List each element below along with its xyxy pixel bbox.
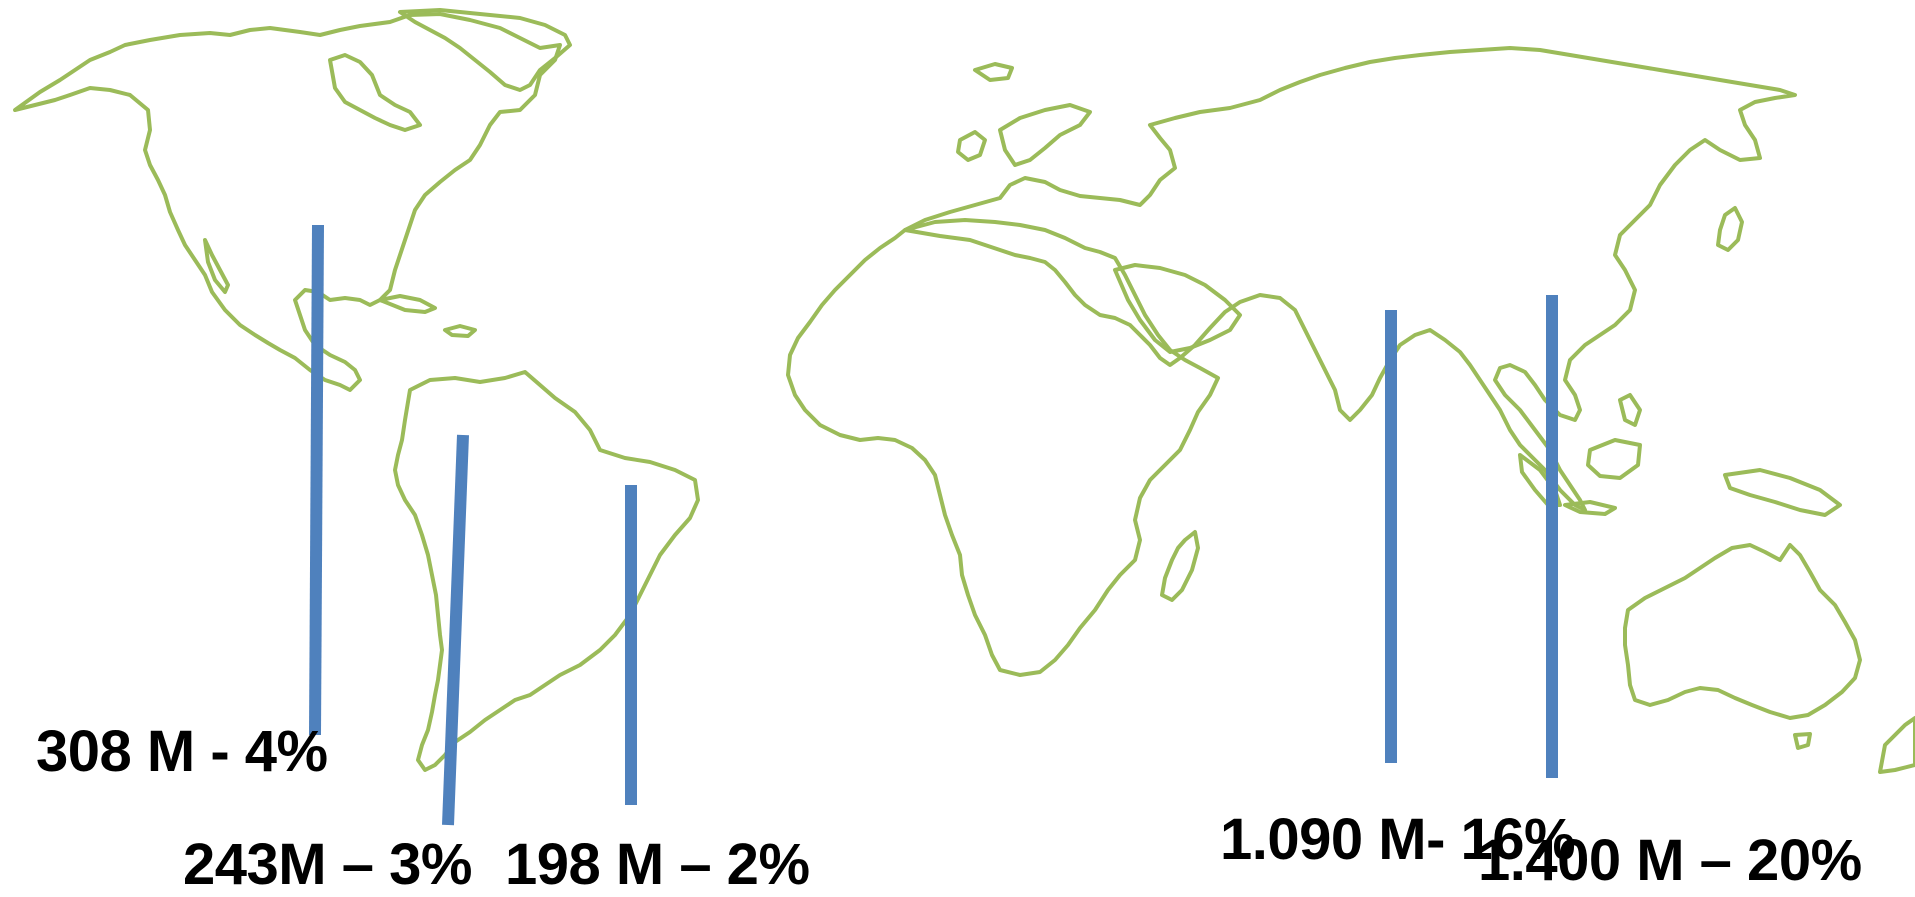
eurasia-outline: [903, 46, 1797, 512]
label-mexico-andes: 243M – 3%: [183, 832, 472, 897]
philippines-outline: [1618, 393, 1642, 427]
label-north-america: 308 M - 4%: [36, 719, 328, 784]
iceland-outline: [973, 62, 1014, 82]
madagascar-outline: [1160, 530, 1200, 602]
australia-outline: [1623, 543, 1862, 720]
scandinavia-outline: [998, 103, 1092, 167]
hispaniola-outline: [443, 324, 477, 338]
new-guinea-outline: [1723, 468, 1842, 517]
cuba-outline: [378, 294, 437, 314]
marker-line-mexico-andes: [442, 434, 469, 826]
new-zealand-outline: [1878, 716, 1915, 774]
population-markers: [309, 224, 1558, 826]
marker-line-north-america: [309, 224, 324, 736]
java-outline: [1563, 500, 1617, 516]
label-brazil: 198 M – 2%: [505, 832, 810, 897]
tasmania-outline: [1793, 732, 1812, 750]
borneo-outline: [1586, 438, 1642, 480]
label-china: 1.400 M – 20%: [1478, 828, 1862, 893]
label-india: 1.090 M- 16%: [1220, 807, 1576, 872]
british-isles-outline: [956, 130, 987, 162]
continents: [13, 8, 1915, 774]
arctic-islands-outline: [328, 53, 422, 132]
baja-outline: [203, 238, 230, 294]
north-america-outline: [13, 12, 562, 392]
arabia-outline: [1113, 263, 1242, 354]
japan-outline: [1716, 206, 1744, 252]
south-america-outline: [393, 370, 700, 772]
africa-outline: [786, 218, 1220, 677]
greenland-outline: [398, 8, 572, 92]
